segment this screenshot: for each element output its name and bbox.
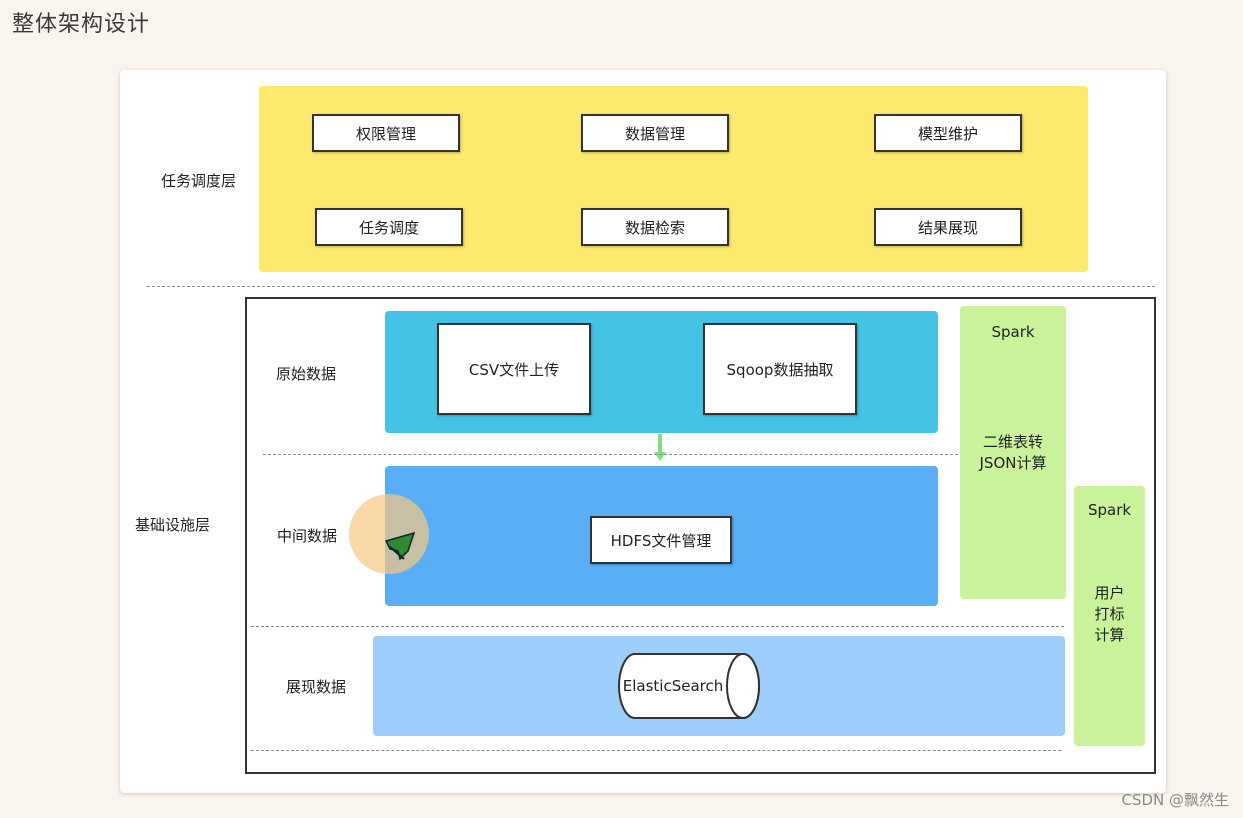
elasticsearch-cylinder: ElasticSearch bbox=[609, 652, 765, 720]
flow-arrow-head bbox=[654, 452, 666, 461]
module-task-scheduling: 任务调度 bbox=[315, 208, 463, 246]
sqoop-extract-box: Sqoop数据抽取 bbox=[703, 323, 857, 415]
module-data-management: 数据管理 bbox=[581, 114, 729, 152]
spark-tag-line1: 用户 bbox=[1094, 584, 1125, 602]
task-layer-label: 任务调度层 bbox=[161, 172, 237, 190]
elasticsearch-label: ElasticSearch bbox=[622, 677, 724, 695]
spark-tag-title: Spark bbox=[1087, 501, 1132, 519]
cursor-highlight bbox=[349, 494, 429, 574]
display-data-panel: ElasticSearch bbox=[373, 636, 1065, 736]
raw-data-label: 原始数据 bbox=[276, 365, 337, 383]
middle-data-label: 中间数据 bbox=[277, 527, 338, 545]
task-layer-panel: 权限管理 数据管理 模型维护 任务调度 数据检索 结果展现 bbox=[259, 86, 1088, 272]
spark-json-line1: 二维表转 bbox=[982, 433, 1043, 451]
spark-json-title: Spark bbox=[991, 323, 1035, 341]
display-data-label: 展现数据 bbox=[286, 678, 347, 696]
spark-tag-panel: Spark 用户 打标 计算 bbox=[1074, 486, 1145, 746]
spark-tag-line2: 打标 bbox=[1094, 605, 1125, 623]
module-model-maintenance: 模型维护 bbox=[874, 114, 1022, 152]
cursor-arrow-icon bbox=[384, 529, 418, 569]
section-divider bbox=[251, 626, 1064, 627]
page-title: 整体架构设计 bbox=[12, 12, 151, 37]
architecture-diagram: 任务调度层 权限管理 数据管理 模型维护 任务调度 数据检索 结果展现 基础设施… bbox=[120, 70, 1166, 793]
watermark: CSDN @飘然生 bbox=[1121, 791, 1229, 809]
csv-upload-box: CSV文件上传 bbox=[437, 323, 591, 415]
flow-arrow-shaft bbox=[658, 434, 662, 454]
spark-json-line2: JSON计算 bbox=[979, 454, 1047, 472]
spark-json-panel: Spark 二维表转 JSON计算 bbox=[960, 306, 1066, 599]
spark-tag-line3: 计算 bbox=[1094, 626, 1125, 644]
hdfs-management-box: HDFS文件管理 bbox=[590, 516, 732, 564]
module-permission-management: 权限管理 bbox=[312, 114, 460, 152]
section-divider bbox=[251, 750, 1061, 751]
layer-divider bbox=[147, 286, 1155, 287]
base-layer-label: 基础设施层 bbox=[135, 516, 211, 534]
section-divider bbox=[263, 454, 958, 455]
middle-data-panel: HDFS文件管理 bbox=[385, 466, 938, 606]
raw-data-panel: CSV文件上传 Sqoop数据抽取 bbox=[385, 311, 938, 433]
base-layer-frame bbox=[245, 297, 1156, 774]
module-result-display: 结果展现 bbox=[874, 208, 1022, 246]
module-data-retrieval: 数据检索 bbox=[581, 208, 729, 246]
